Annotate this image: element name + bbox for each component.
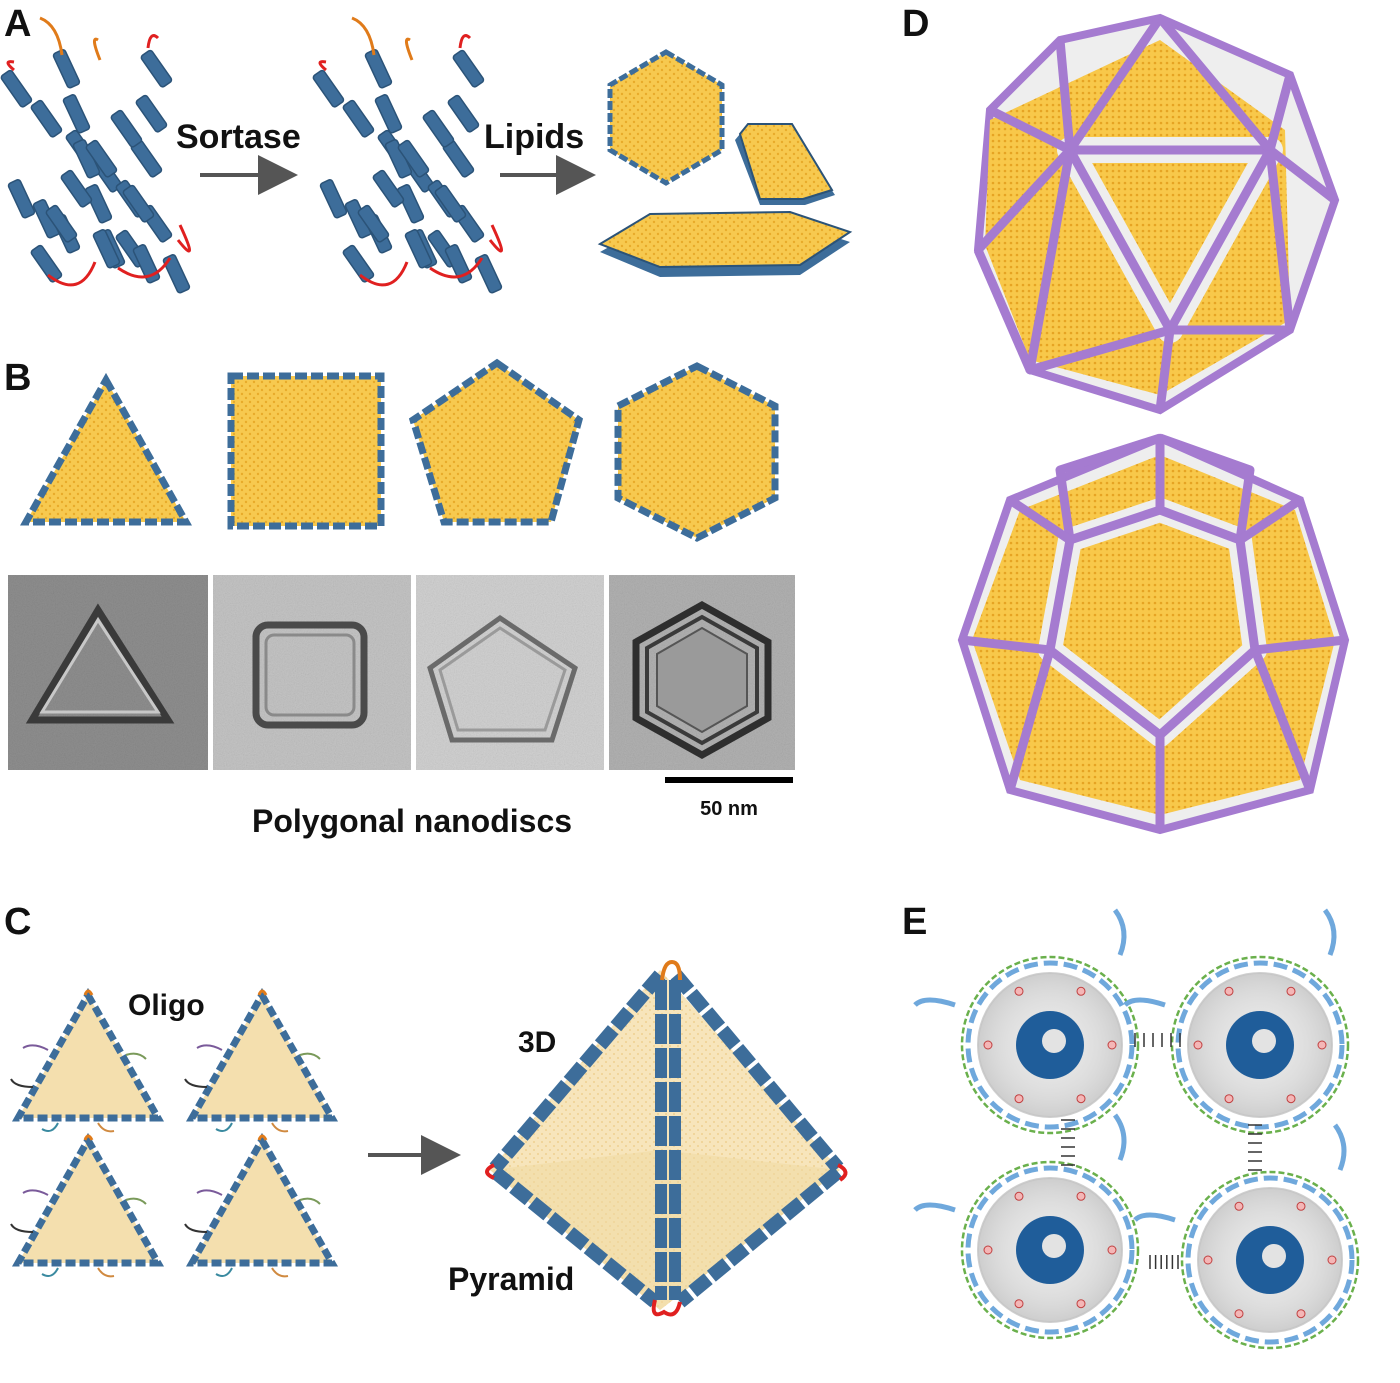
helix-segment: [447, 94, 480, 133]
helix-segment: [30, 99, 63, 138]
panel-a: Sortase Lipids: [0, 16, 853, 294]
hexagon-nanodisc: [614, 362, 779, 542]
scale-bar-label: 50 nm: [700, 798, 758, 820]
helix-segment: [404, 229, 433, 269]
square-nanodisc: [227, 372, 385, 530]
panel-label-a: A: [4, 3, 31, 45]
helix-segment: [0, 69, 33, 108]
helix-segment: [357, 204, 390, 243]
oligo-label: Oligo: [128, 989, 205, 1022]
panel-label-d: D: [902, 3, 929, 45]
oligo-triangle: [185, 1132, 339, 1267]
panel-b: 50 nm Polygonal nanodiscs: [8, 358, 795, 839]
helix-segment: [162, 254, 191, 294]
em-micrograph-hexagon: [609, 575, 795, 770]
triangle-nanodisc: [20, 372, 192, 526]
helix-segment: [372, 169, 405, 208]
helix-segment: [422, 109, 455, 148]
lipids-label: Lipids: [484, 118, 584, 156]
helix-segment: [62, 94, 91, 134]
panel-c: Oligo 3D Pyramid: [10, 959, 848, 1317]
pentagon-nanodisc: [408, 358, 584, 526]
panel-label-c: C: [4, 901, 31, 943]
helix-segment: [92, 229, 121, 269]
dodecahedron-nanocage: [957, 433, 1350, 835]
helix-segment: [312, 69, 345, 108]
protein-nanodisc-assembly: [913, 908, 1140, 1135]
hexagon-nanodisc-top-view: [607, 49, 725, 186]
em-micrograph-pentagon: [416, 575, 604, 770]
protein-nanodisc-assembly: [913, 1113, 1140, 1340]
helix-segment: [122, 184, 155, 223]
helix-segment: [342, 99, 375, 138]
helix-segment: [140, 49, 173, 88]
apolipoprotein-bundle-circular: [312, 16, 503, 294]
helix-segment: [110, 109, 143, 148]
helix-segment: [396, 184, 425, 224]
dna-linker: [1149, 1255, 1179, 1269]
helix-segment: [364, 49, 393, 89]
protein-nanodisc-assembly: [1123, 908, 1350, 1135]
hexagon-nanodisc-side-view: [597, 210, 853, 277]
oligo-triangles: [10, 987, 339, 1278]
pyramid-3d: [485, 959, 848, 1317]
em-micrograph-triangle: [8, 575, 208, 770]
panel-label-e: E: [902, 901, 927, 943]
helix-segment: [30, 244, 63, 283]
helix-segment: [52, 49, 81, 89]
pyramid-label: Pyramid: [448, 1261, 574, 1297]
helix-segment: [60, 169, 93, 208]
3d-label: 3D: [518, 1026, 556, 1059]
polygonal-nanodiscs-caption: Polygonal nanodiscs: [252, 803, 572, 839]
dna-linker: [1134, 1033, 1181, 1047]
helix-segment: [397, 139, 430, 178]
helix-segment: [452, 49, 485, 88]
panel-e: [913, 908, 1360, 1350]
sortase-label: Sortase: [176, 118, 301, 156]
dna-linker: [1061, 1119, 1075, 1166]
helix-segment: [434, 184, 467, 223]
panel-label-b: B: [4, 357, 31, 399]
oligo-triangle: [185, 987, 339, 1122]
helix-segment: [84, 184, 113, 224]
helix-segment: [45, 204, 78, 243]
oligo-triangle: [11, 987, 165, 1122]
helix-segment: [474, 254, 503, 294]
helix-segment: [7, 179, 36, 219]
oligo-triangle: [11, 1132, 165, 1267]
protein-nanodisc-assembly: [1133, 1123, 1360, 1350]
helix-segment: [374, 94, 403, 134]
helix-segment: [85, 139, 118, 178]
panel-d: [957, 13, 1350, 835]
dna-linker: [1248, 1124, 1262, 1171]
icosahedron-nanocage: [973, 13, 1340, 415]
hexagon-nanodisc-tilted: [735, 123, 835, 205]
helix-segment: [342, 244, 375, 283]
helix-segment: [135, 94, 168, 133]
helix-segment: [319, 179, 348, 219]
apolipoprotein-bundle-left: [0, 16, 191, 294]
em-micrograph-square: [213, 575, 411, 770]
